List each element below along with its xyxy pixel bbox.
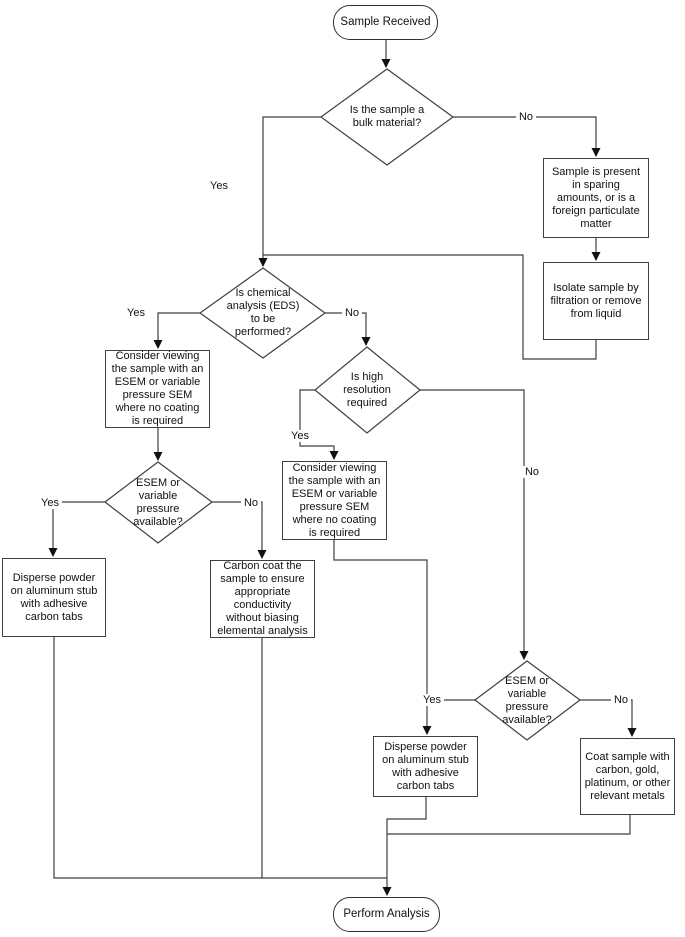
edge-coat-join [387,815,631,835]
label-esem-left-yes: Yes [38,497,62,509]
decision-chemical-analysis-label: Is chemical analysis (EDS) to be perform… [226,287,300,338]
label-esem-right-no: No [610,694,632,706]
label-hires-no: No [521,466,543,478]
edge-available-left-no [212,501,267,559]
label-eds-no: No [341,307,363,319]
terminator-start: Sample Received [333,5,438,40]
process-sparing-sample: Sample is present in sparing amounts, or… [543,158,649,238]
decision-esem-available-right-label: ESEM or variable pressure available? [502,674,552,726]
process-coat-sample: Coat sample with carbon, gold, platinum,… [580,738,675,815]
decision-esem-available-right-shape [474,660,582,741]
edge-disperse1-join [53,637,387,879]
decision-high-resolution-label: Is high resolution required [343,370,391,409]
label-bulk-yes: Yes [207,180,231,192]
edge-bulk-yes [258,116,321,267]
label-bulk-no: No [515,111,537,123]
decision-chemical-analysis-shape [198,267,327,359]
label-esem-left-no: No [240,497,262,509]
process-consider-esem-1: Consider viewing the sample with an ESEM… [105,350,210,428]
process-disperse-powder-1: Disperse powder on aluminum stub with ad… [2,558,106,637]
decision-esem-available-left-shape [104,461,214,544]
edge-esem2-to-disperse2 [333,540,432,735]
edge-isolate-feedback [263,254,597,360]
process-disperse-powder-2: Disperse powder on aluminum stub with ad… [373,736,478,797]
edge-disperse2-to-end [382,797,427,896]
decision-esem-available-left-label: ESEM or variable pressure available? [133,476,183,528]
process-consider-esem-2: Consider viewing the sample with an ESEM… [282,461,387,540]
edge-bulk-no [453,116,601,157]
decision-high-resolution-shape [314,346,421,434]
edge-eds-yes [153,312,200,349]
process-isolate-sample: Isolate sample by filtration or remove f… [543,262,649,340]
decision-bulk-material-shape [319,68,455,166]
process-carbon-coat: Carbon coat the sample to ensure appropr… [210,560,315,638]
edge-eds-no [325,312,371,346]
terminator-end: Perform Analysis [333,897,440,932]
edge-hires-yes [299,389,339,460]
edge-available-right-no [580,699,637,737]
label-hires-yes: Yes [288,430,312,442]
label-esem-right-yes: Yes [420,694,444,706]
edge-hires-no [420,389,529,660]
decision-bulk-material-label: Is the sample a bulk material? [349,104,425,129]
label-eds-yes: Yes [124,307,148,319]
